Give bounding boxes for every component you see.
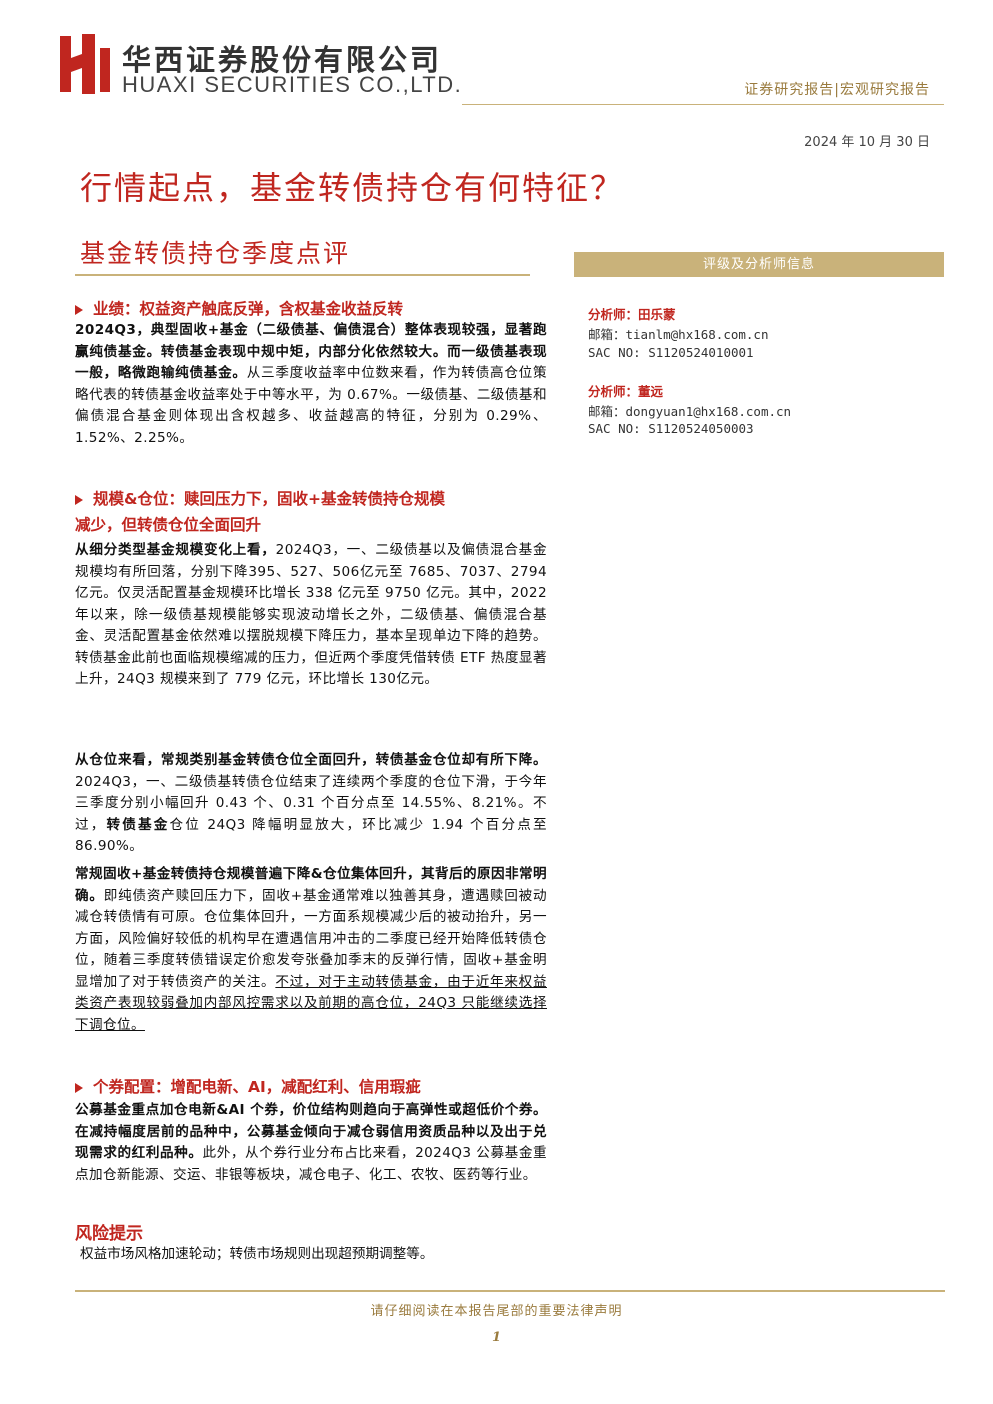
- analyst-2-sac: SAC NO: S1120524050003: [588, 421, 754, 436]
- page-number: 1: [491, 1330, 502, 1345]
- analyst-1-sac: SAC NO: S1120524010001: [588, 345, 754, 360]
- analyst-1-email: 邮箱：tianlm@hx168.com.cn: [588, 327, 769, 342]
- section-heading-allocation: 个券配置：增配电新、AI，减配红利、信用瑕疵: [75, 1075, 421, 1097]
- header-divider: [462, 104, 944, 105]
- paragraph-allocation: 公募基金重点加仓电新&AI 个券，价位结构则趋向于高弹性或超低价个券。在减持幅度…: [75, 1102, 547, 1183]
- triangle-bullet-icon: [75, 1082, 83, 1093]
- company-name-en: HUAXI SECURITIES CO.,LTD.: [122, 72, 463, 97]
- report-date: 2024 年 10 月 30 日: [804, 135, 930, 150]
- analyst-1-name: 分析师：田乐蒙: [588, 307, 676, 322]
- report-type: 证券研究报告|宏观研究报告: [744, 82, 930, 98]
- paragraph-position: 从仓位来看，常规类别基金转债仓位全面回升，转债基金仓位却有所下降。2024Q3，…: [75, 752, 547, 854]
- triangle-bullet-icon: [75, 304, 83, 315]
- paragraph-scale: 从细分类型基金规模变化上看，2024Q3，一、二级债基以及偏债混合基金规模均有所…: [75, 542, 547, 687]
- risk-text: 权益市场风格加速轮动；转债市场规则出现超预期调整等。: [80, 1246, 434, 1262]
- subtitle-divider: [75, 274, 530, 276]
- section-heading-performance: 业绩：权益资产触底反弹，含权基金收益反转: [75, 297, 403, 319]
- report-subtitle: 基金转债持仓季度点评: [80, 239, 351, 268]
- section-heading-scale-position-2: 减少，但转债仓位全面回升: [75, 516, 262, 534]
- legal-notice: 请仔细阅读在本报告尾部的重要法律声明: [370, 1304, 623, 1319]
- analyst-2-name: 分析师：董远: [588, 384, 664, 399]
- paragraph-reasons: 常规固收+基金转债持仓规模普遍下降&仓位集体回升，其背后的原因非常明确。即纯债资…: [75, 866, 547, 1033]
- paragraph-performance: 2024Q3，典型固收+基金（二级债基、偏债混合）整体表现较强，显著跑赢纯债基金…: [75, 322, 547, 446]
- footer-divider: [75, 1290, 945, 1292]
- section-heading-scale-position-1: 规模&仓位：赎回压力下，固收+基金转债持仓规模: [75, 487, 445, 509]
- report-title: 行情起点，基金转债持仓有何特征？: [80, 169, 625, 207]
- triangle-bullet-icon: [75, 494, 83, 505]
- risk-heading: 风险提示: [75, 1224, 143, 1244]
- huaxi-logo-icon: [60, 34, 110, 94]
- company-name-cn: 华西证券股份有限公司: [122, 43, 443, 77]
- rating-analyst-box: 评级及分析师信息: [574, 252, 944, 277]
- analyst-2-email: 邮箱：dongyuan1@hx168.com.cn: [588, 404, 792, 419]
